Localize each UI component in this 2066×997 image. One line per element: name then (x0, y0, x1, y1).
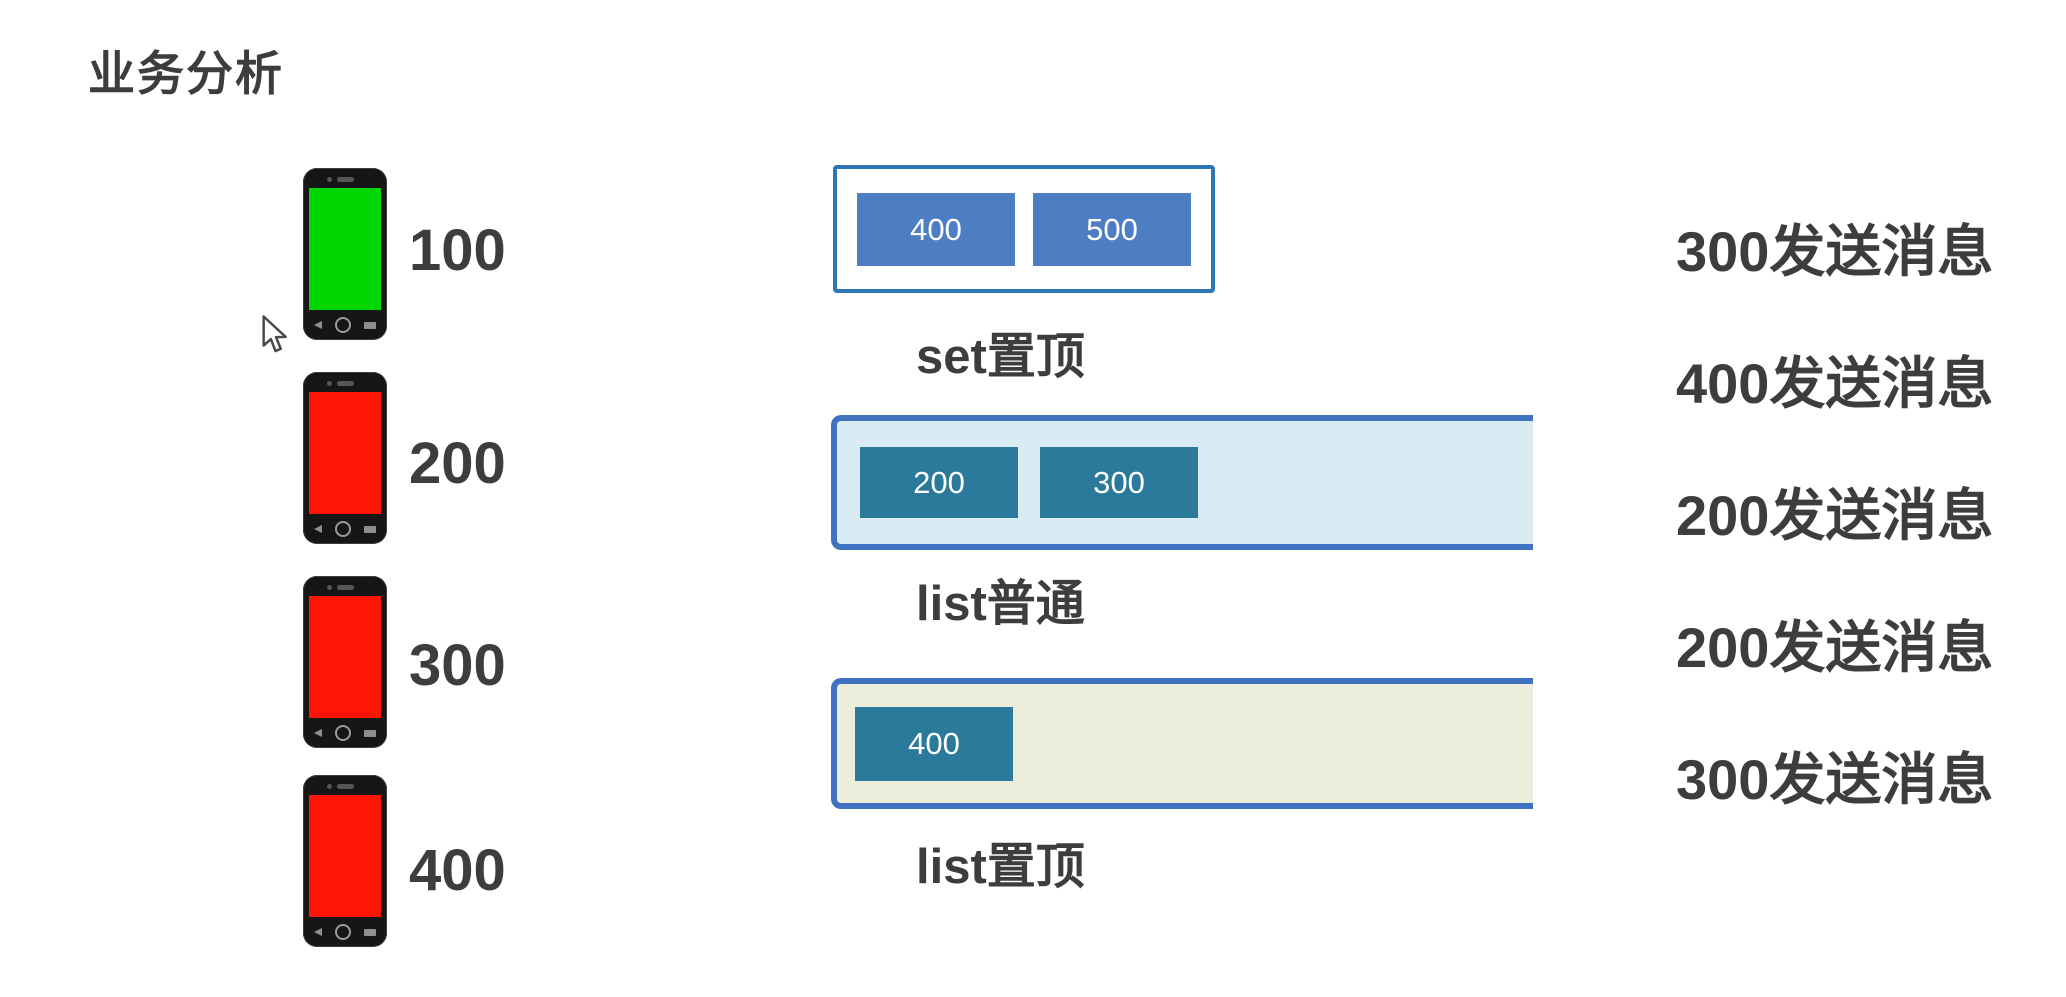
phone-camera-icon (327, 784, 332, 789)
set-top-box: 400 500 (833, 165, 1215, 293)
phone-400 (303, 775, 387, 947)
back-icon (314, 928, 322, 936)
group-label-list-top: list置顶 (916, 840, 1085, 894)
phone-speaker-icon (337, 381, 354, 386)
phone-screen (309, 188, 381, 310)
menu-icon (364, 525, 376, 533)
queue-item: 500 (1033, 192, 1191, 266)
group-label-list-normal: list普通 (916, 577, 1085, 631)
phone-label: 100 (409, 218, 506, 283)
phone-label: 300 (409, 633, 506, 698)
message-list: 300发送消息 400发送消息 200发送消息 200发送消息 300发送消息 (1676, 224, 1993, 808)
phone-nav-bar (303, 718, 387, 748)
message-line: 400发送消息 (1676, 352, 1994, 415)
queue-item: 400 (855, 706, 1013, 781)
queue-item: 400 (857, 192, 1015, 266)
phone-speaker-icon (337, 585, 354, 590)
list-top-box: 400 (831, 678, 1533, 809)
back-icon (314, 729, 322, 737)
phone-screen (309, 392, 381, 514)
phone-screen (309, 596, 381, 718)
menu-icon (364, 321, 376, 329)
phone-200 (303, 372, 387, 544)
phone-camera-icon (327, 177, 332, 182)
back-icon (314, 321, 322, 329)
phone-speaker-icon (337, 177, 354, 182)
page-title: 业务分析 (88, 47, 284, 100)
menu-icon (364, 729, 376, 737)
phone-camera-icon (327, 585, 332, 590)
message-line: 300发送消息 (1676, 220, 1994, 283)
queue-item: 300 (1040, 447, 1198, 518)
list-normal-box: 200 300 (831, 415, 1533, 550)
back-icon (314, 525, 322, 533)
phone-nav-bar (303, 514, 387, 544)
menu-icon (364, 928, 376, 936)
message-line: 200发送消息 (1676, 484, 1994, 547)
home-button-icon (335, 521, 351, 537)
phone-screen (309, 795, 381, 917)
phone-nav-bar (303, 917, 387, 947)
phone-label: 400 (409, 838, 506, 903)
home-button-icon (335, 317, 351, 333)
phone-100 (303, 168, 387, 340)
home-button-icon (335, 725, 351, 741)
message-line: 300发送消息 (1676, 748, 1994, 811)
phone-label: 200 (409, 431, 506, 496)
phone-300 (303, 576, 387, 748)
phone-nav-bar (303, 310, 387, 340)
phone-camera-icon (327, 381, 332, 386)
phone-speaker-icon (337, 784, 354, 789)
group-label-set-top: set置顶 (916, 330, 1085, 384)
home-button-icon (335, 924, 351, 940)
queue-item: 200 (860, 447, 1018, 518)
message-line: 200发送消息 (1676, 616, 1994, 679)
mouse-cursor-icon (261, 314, 291, 361)
